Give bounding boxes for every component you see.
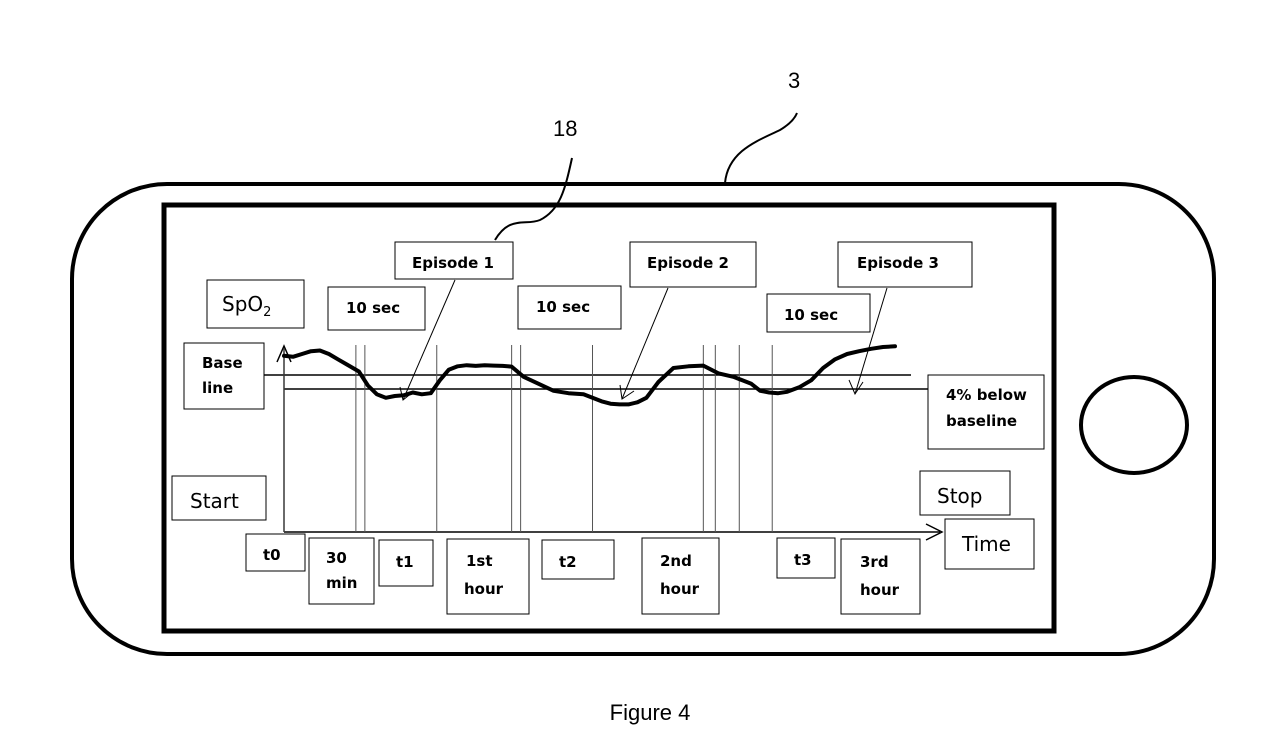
threshold-label-box: 4% below baseline (927, 374, 1045, 450)
baseline-label-box: Base line (183, 342, 265, 410)
episode-3-pointer (848, 287, 888, 396)
episode-1-box: Episode 1 (394, 241, 514, 280)
home-button[interactable] (1079, 375, 1189, 475)
svg-text:min: min (326, 574, 357, 592)
svg-text:t0: t0 (263, 546, 281, 564)
leader-line-display (494, 157, 573, 241)
svg-text:Stop: Stop (937, 484, 982, 508)
svg-text:Episode 2: Episode 2 (647, 254, 729, 272)
svg-text:Time: Time (961, 532, 1011, 556)
svg-text:Episode 3: Episode 3 (857, 254, 939, 272)
svg-text:baseline: baseline (946, 412, 1017, 430)
spo2-label-box: SpO2 (206, 279, 305, 329)
svg-text:hour: hour (660, 580, 700, 598)
episode-2-pointer (619, 287, 669, 400)
time-marker-3rd-hour: 3rd hour (840, 538, 921, 615)
time-marker-t1: t1 (378, 539, 434, 587)
svg-text:1st: 1st (466, 552, 493, 570)
time-marker-2nd-hour: 2nd hour (641, 537, 720, 615)
duration-2-box: 10 sec (517, 285, 622, 330)
ref-numeral-display: 18 (553, 116, 577, 141)
svg-text:Base: Base (202, 354, 243, 372)
spo2-curve-group (282, 344, 897, 407)
time-marker-1st-hour: 1st hour (446, 538, 530, 615)
episode-3-box: Episode 3 (837, 241, 973, 288)
ref-numeral-device: 3 (788, 68, 800, 93)
svg-text:4% below: 4% below (946, 386, 1027, 404)
svg-text:3rd: 3rd (860, 553, 889, 571)
svg-text:10 sec: 10 sec (784, 306, 838, 324)
svg-text:30: 30 (326, 549, 347, 567)
svg-text:t2: t2 (559, 553, 577, 571)
svg-text:10 sec: 10 sec (536, 298, 590, 316)
time-marker-t2: t2 (541, 539, 615, 580)
svg-text:SpO2: SpO2 (222, 292, 271, 320)
svg-text:hour: hour (860, 581, 900, 599)
figure-caption: Figure 4 (609, 700, 691, 725)
time-marker-t3: t3 (776, 537, 836, 579)
svg-text:t1: t1 (396, 553, 414, 571)
start-label-box: Start (171, 475, 267, 521)
episode-1-pointer (399, 279, 456, 401)
stop-label-box: Stop (919, 470, 1011, 516)
svg-text:2nd: 2nd (660, 552, 692, 570)
svg-text:hour: hour (464, 580, 504, 598)
duration-3-box: 10 sec (766, 293, 871, 333)
x-axis-arrowhead (925, 523, 944, 541)
svg-text:Episode 1: Episode 1 (412, 254, 494, 272)
phone-screen (161, 202, 1057, 634)
time-marker-t0: t0 (245, 533, 306, 572)
vertical-time-markers (283, 345, 773, 532)
svg-text:line: line (202, 379, 233, 397)
time-axis-label-box: Time (944, 518, 1035, 570)
leader-line-device (724, 112, 798, 184)
svg-text:t3: t3 (794, 551, 812, 569)
spo2-series-line (282, 344, 897, 407)
time-marker-30min: 30 min (308, 537, 375, 605)
phone-body (70, 182, 1216, 656)
duration-1-box: 10 sec (327, 286, 426, 331)
episode-2-box: Episode 2 (629, 241, 757, 288)
svg-text:10 sec: 10 sec (346, 299, 400, 317)
svg-text:Start: Start (190, 489, 239, 513)
